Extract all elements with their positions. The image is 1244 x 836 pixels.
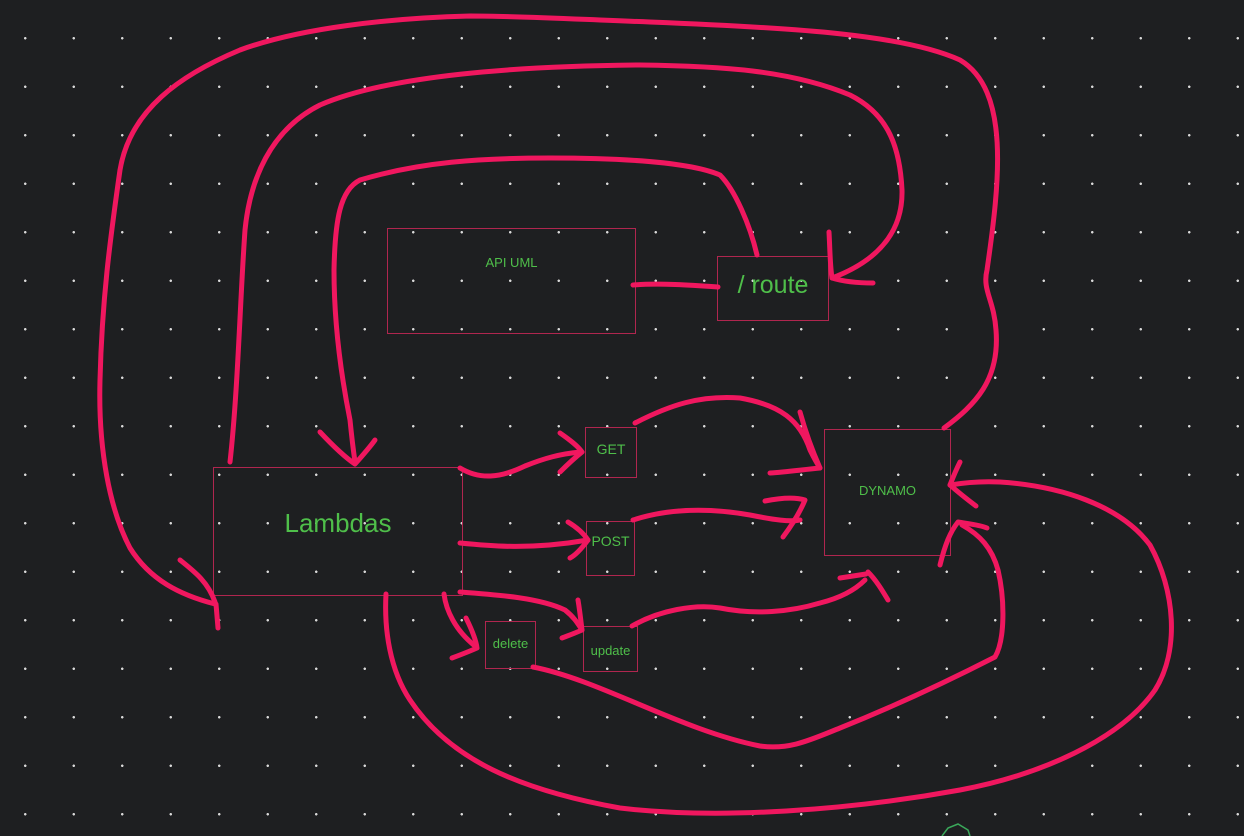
arrow-delete-to-dynamo-head bbox=[937, 519, 990, 568]
route-label: / route bbox=[737, 271, 809, 299]
route-box[interactable]: / route bbox=[717, 256, 829, 321]
delete-box[interactable]: delete bbox=[485, 621, 536, 669]
arrow-update-to-dynamo-head bbox=[837, 569, 891, 603]
arrow-lambdas-to-update bbox=[457, 589, 585, 633]
arrow-post-to-dynamo-head bbox=[762, 495, 808, 540]
arrow-outer-loop-head bbox=[177, 557, 221, 631]
update-box[interactable]: update bbox=[583, 626, 638, 672]
api-uml-label: API UML bbox=[485, 255, 538, 270]
arrow-get-to-dynamo-head bbox=[767, 409, 823, 476]
arrow-update-to-dynamo bbox=[629, 577, 868, 629]
dynamo-label: DYNAMO bbox=[858, 483, 917, 498]
update-label: update bbox=[590, 642, 631, 658]
post-box[interactable]: POST bbox=[586, 521, 635, 576]
arrow-lambdas-to-delete bbox=[441, 591, 478, 649]
post-label: POST bbox=[591, 532, 630, 549]
arrow-lambdas-to-route bbox=[227, 62, 905, 465]
arrow-lambdas-to-post-head bbox=[565, 519, 591, 561]
dynamo-box[interactable]: DYNAMO bbox=[824, 429, 951, 556]
get-label: GET bbox=[596, 441, 626, 457]
arrow-lambdas-to-dynamo-loop bbox=[383, 479, 1174, 816]
arrow-lambdas-to-dynamo-loop-head bbox=[947, 459, 979, 509]
arrow-lambdas-to-route-head bbox=[826, 229, 876, 286]
lambdas-box[interactable]: Lambdas bbox=[213, 467, 463, 596]
delete-label: delete bbox=[492, 636, 529, 651]
arrow-delete-to-dynamo bbox=[530, 522, 1006, 750]
arrow-route-to-lambdas bbox=[331, 155, 760, 465]
arrow-lambdas-to-post bbox=[457, 537, 591, 549]
arrow-lambdas-to-get bbox=[457, 449, 583, 479]
api-uml-box[interactable]: API UML bbox=[387, 228, 636, 334]
get-box[interactable]: GET bbox=[585, 427, 637, 478]
arrow-lambdas-to-update-head bbox=[559, 597, 585, 641]
arrow-lambdas-to-get-head bbox=[557, 430, 585, 475]
arrow-outer-loop-to-lambdas bbox=[97, 13, 1001, 607]
arrow-route-to-lambdas-head bbox=[317, 429, 378, 467]
arrow-api-to-route bbox=[630, 281, 721, 290]
arrow-lambdas-to-delete-head bbox=[449, 615, 480, 661]
arrow-post-to-dynamo bbox=[630, 507, 803, 524]
lambdas-label: Lambdas bbox=[284, 508, 392, 538]
arrow-get-to-dynamo bbox=[632, 395, 823, 471]
